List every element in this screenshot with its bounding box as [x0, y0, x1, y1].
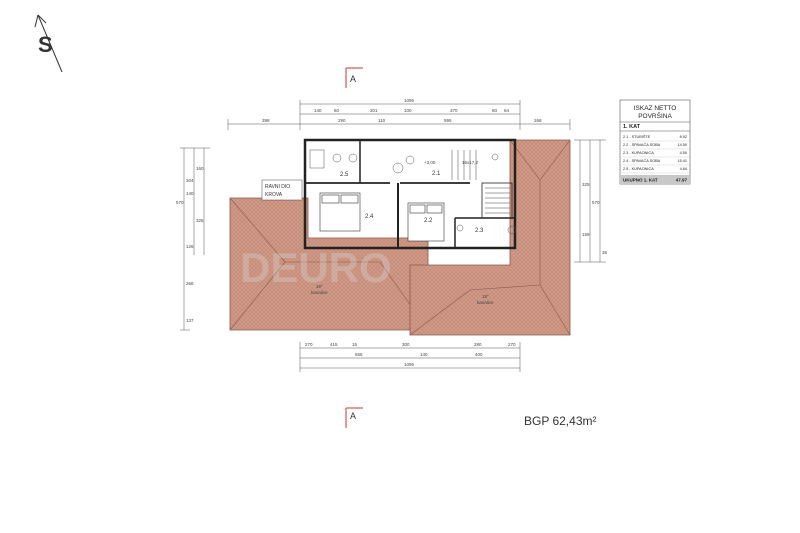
left-dimensions [180, 147, 210, 331]
dim-left-0: 304 [186, 178, 194, 183]
section-marker-bottom: A [345, 407, 363, 428]
table-total-label: UKUPNO 1. KAT [623, 178, 658, 183]
roof-slope-left: 18° [316, 284, 323, 289]
room-label-2-2: 2.2 [424, 218, 433, 224]
dim-top-p2: 60 [334, 108, 340, 113]
roof-slope-right: 18° [482, 294, 489, 299]
table-row-area: 15.41 [677, 159, 687, 163]
dim-top-p5: 110 [378, 118, 386, 123]
dim-right-2: 159 [582, 232, 590, 237]
table-row-area: 4.50 [680, 151, 687, 155]
room-label-2-3: 2.3 [475, 228, 484, 234]
flat-roof-label: RAVNI DIO KROVA [261, 179, 303, 201]
room-label-2-1: 2.1 [432, 171, 441, 177]
table-row-area: 14.50 [677, 143, 687, 147]
bed-room-2-4 [319, 192, 361, 232]
table-total-value: 47.97 [676, 178, 688, 183]
table-row-name: 2.5 - KUPAONICA [623, 167, 654, 171]
dim-top-p6: 100 [404, 108, 412, 113]
bgp-label: BGP 62,43m² [524, 414, 596, 428]
area-table: ISKAZ NETTO POVRŠINA 1. KAT UKUPNO 1. KA… [619, 99, 691, 185]
building-walls [303, 138, 517, 250]
dim-top-p3: 290 [338, 118, 346, 123]
dim-bottom-p2: 15 [352, 342, 358, 347]
table-title-1: ISKAZ NETTO [634, 105, 677, 112]
dim-left-5: 126 [186, 244, 194, 249]
dim-right-3: 38 [602, 250, 608, 255]
level-label: +3,00 [424, 160, 436, 165]
room-label-2-5: 2.5 [340, 172, 349, 178]
table-row-area: 8.92 [680, 135, 687, 139]
dim-bottom-p0: 270 [305, 342, 313, 347]
bottom-dimensions [299, 342, 521, 372]
room-label-2-4: 2.4 [365, 214, 374, 220]
dim-bottom-p6: 555 [355, 352, 363, 357]
dim-top-p9: 60 [492, 108, 498, 113]
stair-label: 16x17,2 [462, 160, 479, 165]
dim-top-p1: 140 [314, 108, 322, 113]
north-arrow: S [34, 14, 63, 73]
roof-gutter-right: kanalice [477, 300, 494, 305]
dim-bottom-total: 1095 [404, 362, 415, 367]
svg-text:KROVA: KROVA [265, 192, 283, 198]
dim-left-2: 160 [196, 166, 204, 171]
table-section: 1. KAT [623, 124, 641, 130]
dim-bottom-p5: 270 [508, 342, 516, 347]
dim-left-3: 140 [186, 191, 194, 196]
bathroom-fixtures [309, 149, 517, 235]
dim-bottom-p1: 415 [330, 342, 338, 347]
watermark: DEURO [240, 244, 392, 291]
dim-top-p4: 301 [370, 108, 378, 113]
roof-gutter-left: kanalice [311, 290, 328, 295]
section-marker-top: A [345, 67, 363, 88]
table-row-name: 2.3 - KUPAONICA [623, 151, 654, 155]
dim-top-p7: 595 [444, 118, 452, 123]
table-title-2: POVRŠINA [638, 111, 672, 120]
dim-bottom-p4: 280 [474, 342, 482, 347]
dim-top-p11: 268 [534, 118, 542, 123]
dim-right-1: 570 [592, 200, 600, 205]
top-dimensions [227, 100, 571, 130]
table-row-area: 4.64 [680, 167, 687, 171]
table-row-name: 2.4 - SPAVAĆA SOBA [623, 158, 661, 163]
dim-left-6: 268 [186, 281, 194, 286]
dim-left-7: 137 [186, 318, 194, 323]
dim-top-p8: 370 [450, 108, 458, 113]
stairs [451, 150, 510, 214]
svg-text:A: A [350, 411, 356, 421]
dim-top-p0: 398 [262, 118, 270, 123]
dim-left-1: 570 [176, 200, 184, 205]
dim-bottom-p3: 300 [402, 342, 410, 347]
north-label: S [38, 32, 53, 57]
table-row-name: 2.2 - SPAVAĆA SOBA [623, 142, 661, 147]
dim-right-0: 325 [582, 182, 590, 187]
svg-text:RAVNI DIO: RAVNI DIO [265, 184, 290, 190]
table-row-name: 2.1 - STUBIŠTE [623, 134, 651, 139]
bed-room-2-2 [407, 202, 445, 242]
svg-text:A: A [350, 74, 356, 84]
dim-bottom-p8: 400 [475, 352, 483, 357]
dim-left-4: 325 [196, 218, 204, 223]
right-dimensions [574, 139, 606, 263]
dim-bottom-p7: 140 [420, 352, 428, 357]
dim-top-p10: 64 [504, 108, 510, 113]
dim-top-total: 1095 [404, 98, 415, 103]
